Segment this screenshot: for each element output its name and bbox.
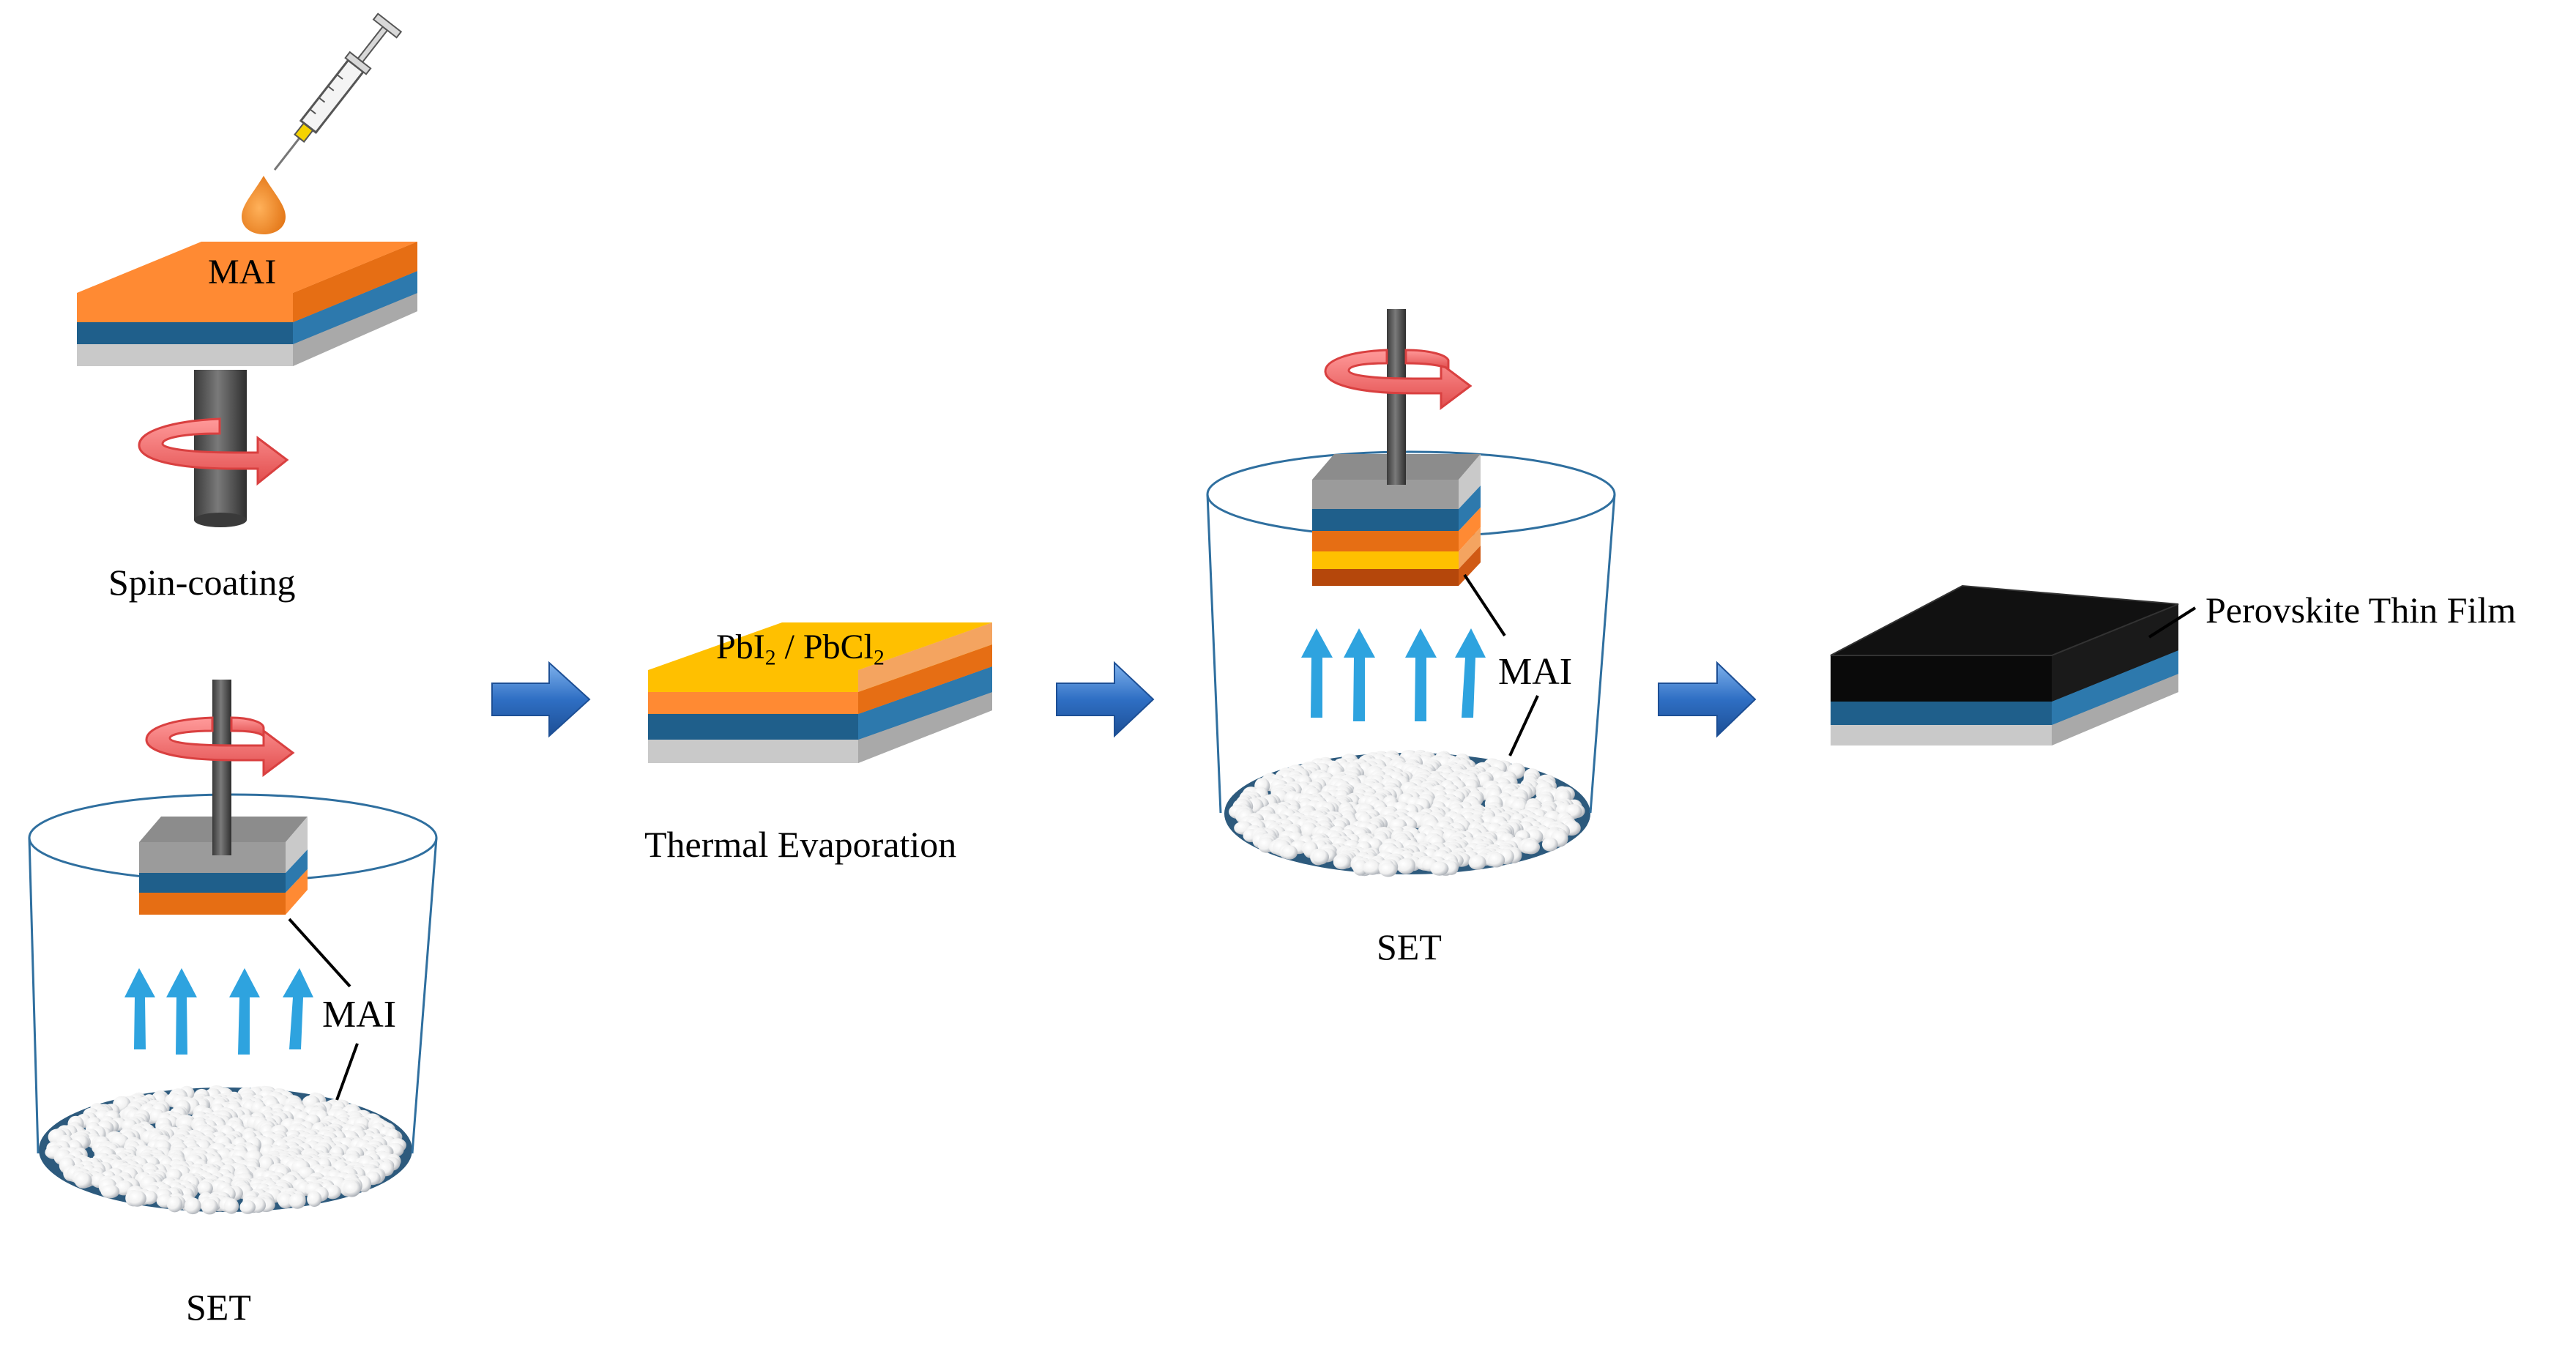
set-right-label: SET: [1377, 926, 1442, 967]
perovskite-film-stack: [1830, 584, 2197, 745]
bead: [1333, 855, 1351, 870]
bead: [1541, 837, 1558, 852]
set-chamber-left: [28, 680, 438, 1215]
sample-block-right: [1312, 454, 1481, 586]
process-arrow-1: [491, 661, 591, 738]
spin-coating-stage: [77, 12, 417, 527]
mai-set-right-label: MAI: [1498, 651, 1573, 693]
bead: [127, 1190, 146, 1207]
bead: [1522, 840, 1541, 855]
bead: [1488, 852, 1505, 868]
bead: [343, 1181, 361, 1197]
spin-coating-label: Spin-coating: [108, 562, 296, 603]
set-chamber-right: [1206, 309, 1616, 877]
spin-arrow-icon: [138, 417, 289, 486]
bead: [289, 1193, 306, 1209]
thermal-evaporation-stack: [648, 622, 992, 763]
bead: [184, 1197, 201, 1215]
mai-spin-label: MAI: [208, 253, 277, 291]
bead: [166, 1196, 183, 1213]
bead: [307, 1191, 322, 1207]
bead: [201, 1198, 218, 1215]
thermal-evaporation-label: Thermal Evaporation: [644, 824, 957, 865]
slash-text: /: [775, 628, 803, 666]
bead: [74, 1172, 92, 1189]
perovskite-label: Perovskite Thin Film: [2205, 590, 2517, 631]
bead: [1363, 860, 1382, 875]
pbi2-subscript: 2: [764, 645, 776, 670]
mai-set-left-label: MAI: [322, 994, 397, 1035]
bead-bed-left: [39, 1085, 412, 1215]
spin-rod: [194, 370, 247, 527]
bead: [278, 1193, 294, 1209]
bead-bed-right: [1224, 749, 1590, 877]
pbi2-text: PbI: [716, 628, 765, 666]
vapor-arrows-left: [124, 968, 313, 1055]
spin-substrate: [77, 242, 417, 366]
drop-icon: [242, 176, 286, 234]
bead: [1468, 855, 1486, 870]
bead: [1352, 860, 1369, 876]
set-left-label: SET: [186, 1287, 251, 1328]
bead: [1430, 861, 1449, 876]
bead: [1379, 862, 1398, 877]
bead: [223, 1198, 239, 1214]
process-arrow-2: [1056, 661, 1155, 738]
spin-arrow-icon: [145, 716, 295, 777]
bead: [100, 1184, 120, 1199]
bead: [239, 1200, 256, 1214]
pbcl2-subscript: 2: [873, 645, 885, 670]
process-arrow-3: [1658, 661, 1757, 738]
bead: [197, 1181, 213, 1196]
syringe-icon: [273, 12, 403, 171]
vapor-arrows-right: [1301, 628, 1486, 721]
bead: [1396, 858, 1416, 874]
bead: [1281, 845, 1298, 860]
pbi2-pbcl2-label: PbI2 / PbCl2: [716, 628, 885, 669]
bead: [1312, 849, 1329, 865]
pbcl2-text: PbCl: [803, 628, 874, 666]
spin-arrow-icon: [1324, 349, 1473, 410]
